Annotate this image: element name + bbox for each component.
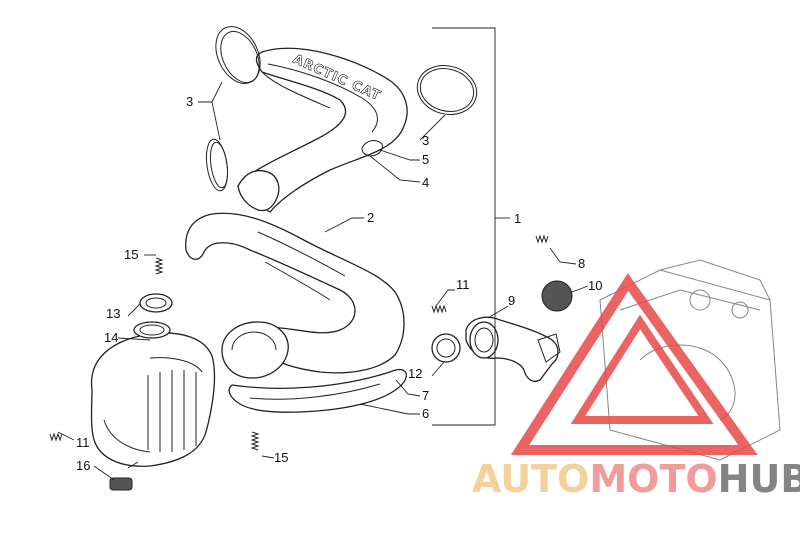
heat-shield: ARCTIC CAT bbox=[237, 47, 408, 213]
watermark-triangle-outer bbox=[510, 273, 758, 455]
gasket-12 bbox=[431, 333, 461, 363]
callout-11-upper: 11 bbox=[456, 277, 470, 292]
callout-6: 6 bbox=[422, 406, 429, 421]
exhaust-manifold bbox=[465, 316, 561, 382]
plug-10 bbox=[541, 280, 573, 312]
callout-15-lower: 15 bbox=[274, 450, 288, 465]
callout-13: 13 bbox=[106, 306, 120, 321]
callout-3-upper-left: 3 bbox=[186, 94, 193, 109]
callout-2: 2 bbox=[367, 210, 374, 225]
callout-7: 7 bbox=[422, 388, 429, 403]
callout-15-upper: 15 bbox=[124, 247, 138, 262]
drain-cap-16 bbox=[109, 461, 139, 491]
callout-11-lower: 11 bbox=[76, 435, 90, 450]
clamp-right bbox=[416, 65, 478, 115]
callout-10: 10 bbox=[588, 278, 602, 293]
callout-labels: 3 3 5 4 2 1 15 11 8 10 9 13 14 12 7 6 11… bbox=[76, 94, 602, 473]
callout-16: 16 bbox=[76, 458, 90, 473]
callout-5: 5 bbox=[422, 152, 429, 167]
callout-9: 9 bbox=[508, 293, 515, 308]
muffler bbox=[90, 321, 216, 467]
assembly-bracket-1 bbox=[432, 27, 496, 426]
callout-1: 1 bbox=[514, 211, 521, 226]
callout-12: 12 bbox=[408, 366, 422, 381]
leader-lines bbox=[57, 81, 589, 481]
engine-block bbox=[599, 259, 781, 461]
watermark-text: AUTOMOTOHUB bbox=[472, 457, 800, 501]
spring-8 bbox=[535, 234, 549, 244]
watermark: AUTOMOTOHUB bbox=[472, 273, 800, 501]
spring-11-upper bbox=[431, 304, 447, 314]
callout-8: 8 bbox=[578, 256, 585, 271]
expansion-chamber bbox=[185, 212, 405, 379]
callout-4: 4 bbox=[422, 175, 429, 190]
callout-3-right: 3 bbox=[422, 133, 429, 148]
spring-11-lower bbox=[49, 432, 63, 442]
clamp-lower-left bbox=[205, 138, 229, 192]
spring-15-upper bbox=[154, 257, 164, 275]
clamp-upper-left bbox=[215, 26, 261, 84]
gasket-13 bbox=[139, 293, 173, 313]
watermark-triangle-inner bbox=[570, 314, 714, 424]
spring-15-lower bbox=[250, 431, 260, 451]
lower-heat-shield bbox=[228, 368, 407, 413]
callout-14: 14 bbox=[104, 330, 118, 345]
